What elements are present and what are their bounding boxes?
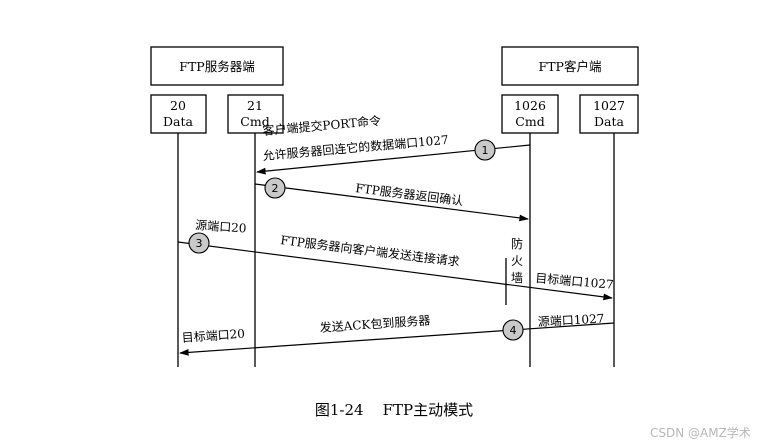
port-1027-box: 1027 Data: [579, 94, 639, 134]
port-20-role: Data: [163, 114, 193, 129]
port-21-box: 21 Cmd: [227, 94, 284, 134]
step-2-number: 2: [272, 182, 279, 195]
step-1-number: 1: [482, 144, 489, 157]
firewall-label-2: 火: [511, 254, 523, 268]
step-3-target-port: 目标端口1027: [535, 271, 614, 292]
port-20-box: 20 Data: [150, 94, 207, 134]
port-1026-box: 1026 Cmd: [501, 94, 559, 134]
step-1-arrow: 1 客户端提交PORT命令 允许服务器回连它的数据端口1027: [256, 113, 531, 175]
firewall-label-3: 墙: [511, 271, 523, 285]
step-1-badge: [474, 139, 496, 161]
step-2-arrow: 2 FTP服务器返回确认: [254, 177, 529, 222]
step-4-label: 发送ACK包到服务器: [319, 312, 431, 335]
watermark: CSDN @AMZ学术: [650, 425, 751, 440]
step-4-arrow: 4 源端口1027 发送ACK包到服务器 目标端口20: [179, 312, 615, 356]
step-3-label: FTP服务器向客户端发送连接请求: [280, 232, 461, 269]
figure-caption: 图1-24 FTP主动模式: [315, 401, 473, 419]
step-4-target-port: 目标端口20: [181, 327, 245, 345]
server-title-box: FTP服务器端: [150, 46, 284, 86]
step-2-badge: [264, 177, 286, 199]
server-title: FTP服务器端: [179, 59, 254, 74]
step-3-badge: [188, 232, 210, 254]
firewall-label-1: 防: [511, 236, 523, 251]
port-1026-role: Cmd: [515, 114, 544, 129]
step-3-number: 3: [196, 237, 203, 250]
client-title-box: FTP客户端: [501, 46, 639, 86]
port-1027-role: Data: [594, 114, 624, 129]
step-3-arrow: 3 源端口20 FTP服务器向客户端发送连接请求 目标端口1027: [177, 218, 614, 301]
step-4-number: 4: [510, 324, 517, 337]
step-4-source-port: 源端口1027: [537, 312, 604, 329]
port-21-number: 21: [247, 98, 263, 113]
firewall: 防 火 墙: [505, 236, 523, 305]
port-1026-number: 1026: [514, 98, 546, 113]
step-4-badge: [502, 319, 524, 341]
port-20-number: 20: [170, 98, 186, 113]
port-21-role: Cmd: [240, 114, 269, 129]
step-1-label-line2: 允许服务器回连它的数据端口1027: [262, 132, 449, 163]
port-1027-number: 1027: [593, 98, 625, 113]
client-title: FTP客户端: [539, 59, 602, 74]
step-3-source-port: 源端口20: [195, 218, 247, 236]
